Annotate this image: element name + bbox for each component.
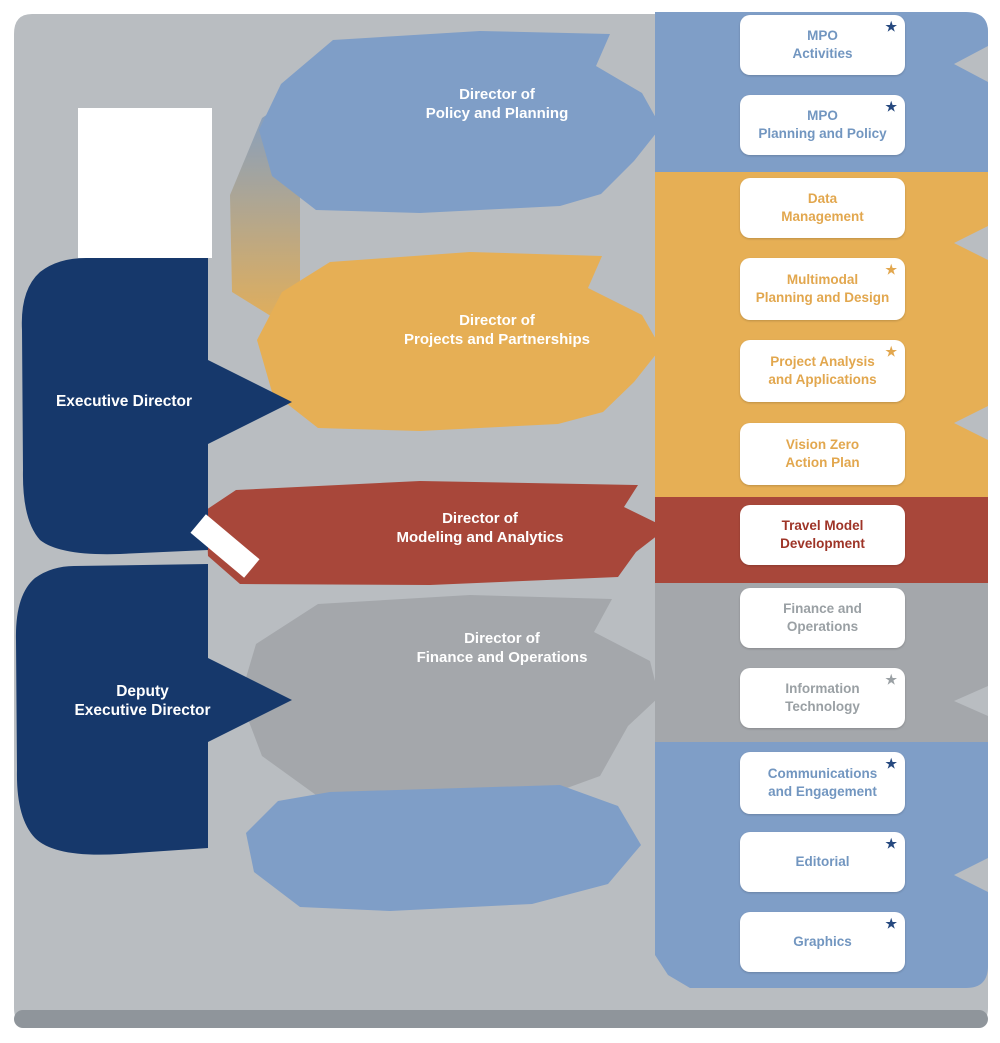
star-icon: ★ (885, 262, 897, 277)
star-icon: ★ (885, 19, 897, 34)
dept-label: Information Technology (785, 681, 860, 714)
star-icon: ★ (885, 99, 897, 114)
dept-box-editorial: Editorial ★ (740, 832, 905, 892)
dept-box-communications-and-engagement: Communications and Engagement ★ (740, 752, 905, 814)
executive-director-label: Executive Director (55, 393, 193, 410)
dept-label: Multimodal Planning and Design (755, 272, 890, 305)
dept-label: Communications and Engagement (767, 766, 878, 799)
dept-label: Graphics (793, 934, 852, 950)
dept-label: Editorial (795, 854, 850, 870)
top-left-white-notch (78, 108, 212, 258)
banner-modeling-and-analytics (206, 481, 667, 585)
dept-box-vision-zero-action-plan: Vision Zero Action Plan (740, 423, 905, 485)
star-icon: ★ (885, 344, 897, 359)
shape-executive-director (21, 258, 293, 555)
dept-box-information-technology: Information Technology ★ (740, 668, 905, 728)
dept-label: Travel Model Development (780, 518, 865, 551)
dept-box-multimodal-planning-and-design: Multimodal Planning and Design ★ (740, 258, 905, 320)
deputy-executive-director-label: Deputy Executive Director (74, 683, 211, 720)
dept-box-finance-and-operations: Finance and Operations (740, 588, 905, 648)
director-modeling-and-analytics-label: Director of Modeling and Analytics (396, 510, 564, 546)
star-icon: ★ (885, 836, 897, 851)
dept-box-travel-model-development: Travel Model Development (740, 505, 905, 565)
banner-communications-connector (246, 785, 641, 911)
shape-deputy-executive-director (15, 564, 292, 855)
dept-box-graphics: Graphics ★ (740, 912, 905, 972)
dept-label: Finance and Operations (783, 601, 862, 634)
banner-policy-and-planning (259, 31, 661, 213)
dept-box-mpo-planning-and-policy: MPO Planning and Policy ★ (740, 95, 905, 155)
dept-label: Vision Zero Action Plan (785, 437, 860, 470)
dept-label: MPO Activities (792, 28, 853, 61)
band-projects-and-partnerships (655, 172, 988, 497)
dept-label: Project Analysis and Applications (768, 354, 877, 387)
director-projects-and-partnerships-label: Director of Projects and Partnerships (404, 312, 590, 348)
dept-label: Data Management (781, 191, 864, 224)
canvas-bottom-edge (14, 1010, 988, 1028)
star-icon: ★ (885, 672, 897, 687)
banner-projects-and-partnerships (257, 252, 661, 431)
dept-label: MPO Planning and Policy (758, 108, 887, 141)
banner-finance-and-operations (240, 595, 659, 799)
dept-box-data-management: Data Management (740, 178, 905, 238)
dept-box-mpo-activities: MPO Activities ★ (740, 15, 905, 75)
star-icon: ★ (885, 916, 897, 931)
director-policy-and-planning-label: Director of Policy and Planning (425, 86, 569, 122)
star-icon: ★ (885, 756, 897, 771)
dept-box-project-analysis-and-applications: Project Analysis and Applications ★ (740, 340, 905, 402)
executive-divider-sliver (190, 514, 260, 578)
director-finance-and-operations-label: Director of Finance and Operations (416, 630, 588, 666)
